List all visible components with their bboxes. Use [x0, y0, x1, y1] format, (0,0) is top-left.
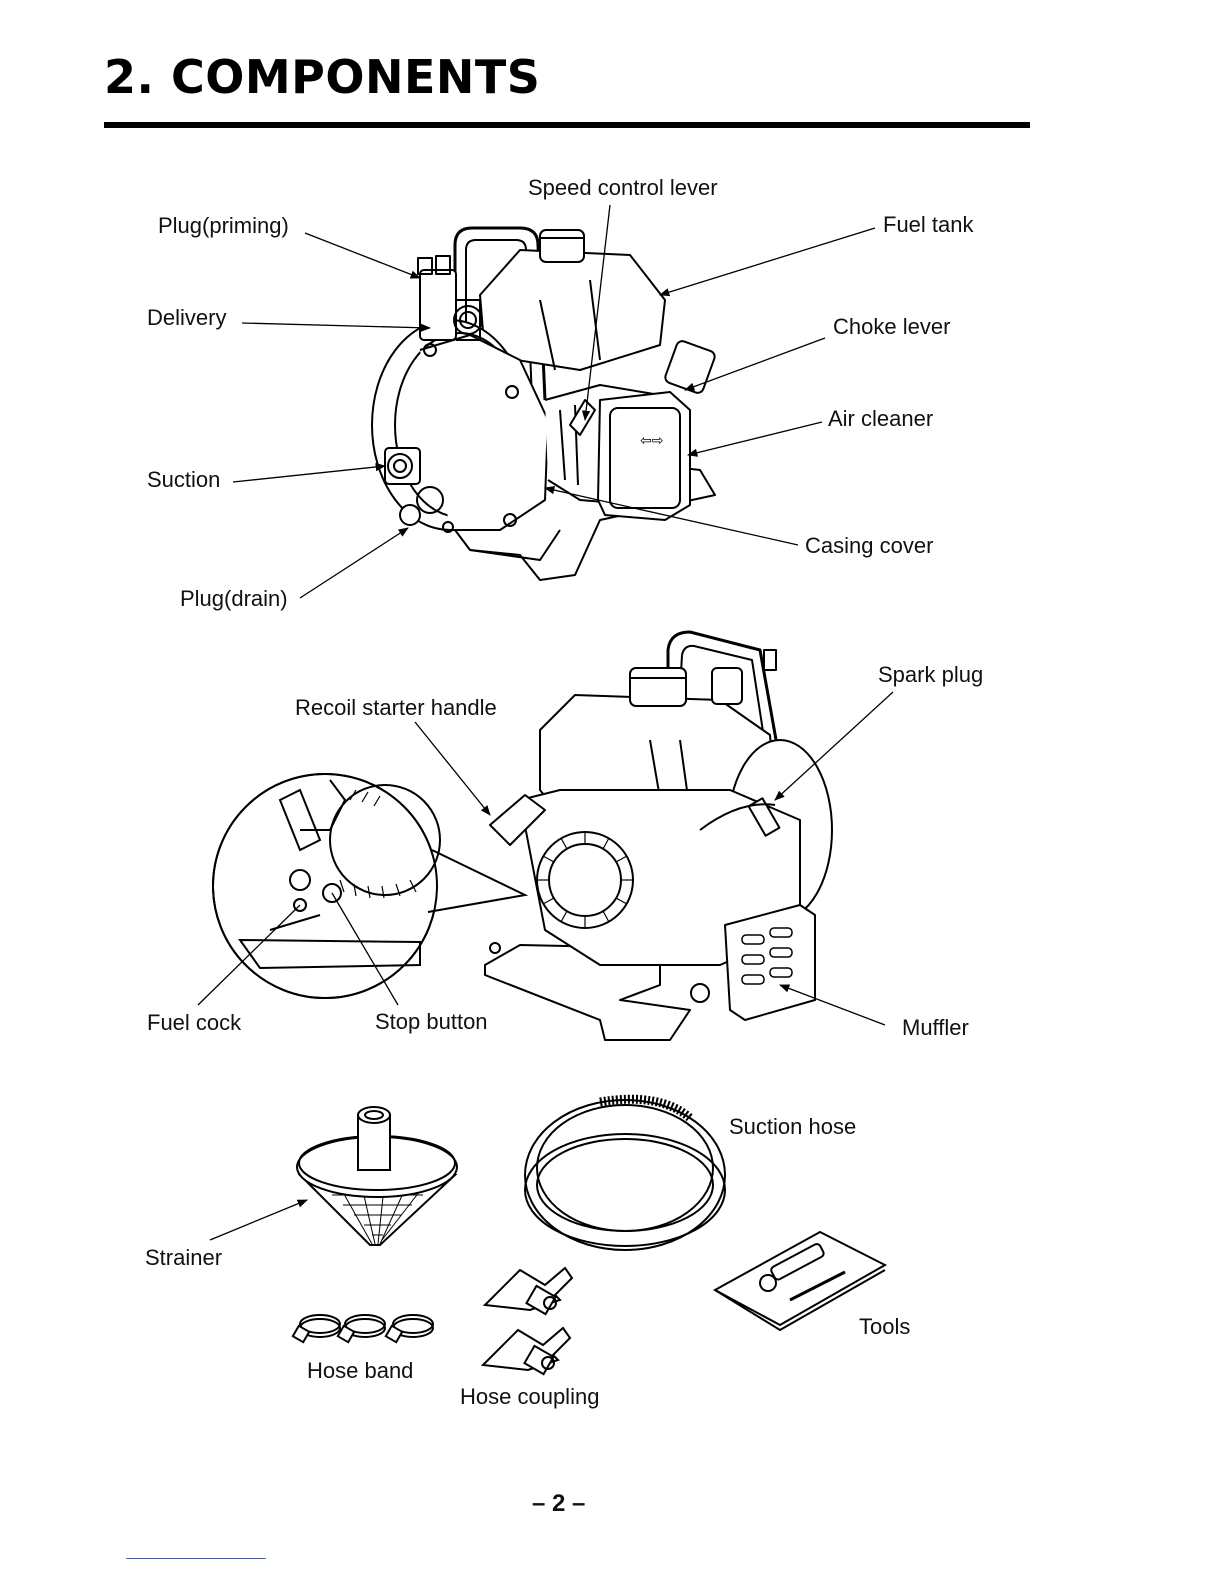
label-fuel-tank: Fuel tank: [883, 214, 974, 236]
pump-rear-illustration: [485, 632, 832, 1040]
label-tools: Tools: [859, 1316, 910, 1338]
label-speed-control-lever: Speed control lever: [528, 177, 718, 199]
label-muffler: Muffler: [902, 1017, 969, 1039]
label-suction: Suction: [147, 469, 220, 491]
svg-text:⇦⇨: ⇦⇨: [640, 433, 663, 449]
label-stop-button: Stop button: [375, 1011, 488, 1033]
label-plug-drain: Plug(drain): [180, 588, 288, 610]
page-number: – 2 –: [532, 1490, 585, 1518]
label-recoil-starter-handle: Recoil starter handle: [295, 697, 497, 719]
label-hose-band: Hose band: [307, 1360, 413, 1382]
label-delivery: Delivery: [147, 307, 226, 329]
footer-rule: [126, 1558, 266, 1559]
hose-coupling-illustration: [483, 1268, 572, 1374]
hose-band-illustration: [293, 1315, 433, 1342]
strainer-illustration: [297, 1107, 457, 1245]
fuel-cock-detail-inset: [213, 774, 525, 998]
label-air-cleaner: Air cleaner: [828, 408, 933, 430]
label-choke-lever: Choke lever: [833, 316, 950, 338]
label-casing-cover: Casing cover: [805, 535, 933, 557]
label-suction-hose: Suction hose: [729, 1116, 856, 1138]
label-plug-priming: Plug(priming): [158, 215, 289, 237]
label-hose-coupling: Hose coupling: [460, 1386, 599, 1408]
label-strainer: Strainer: [145, 1247, 222, 1269]
label-fuel-cock: Fuel cock: [147, 1012, 241, 1034]
suction-hose-illustration: [525, 1099, 725, 1250]
pump-front-illustration: ⇦⇨: [372, 228, 716, 580]
label-spark-plug: Spark plug: [878, 664, 983, 686]
